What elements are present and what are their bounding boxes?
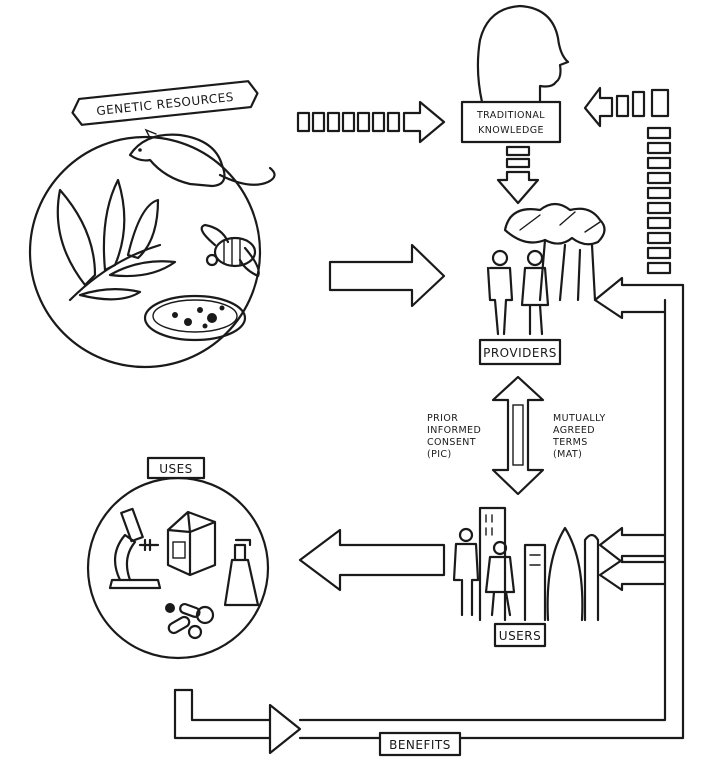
people-icon	[486, 249, 550, 336]
providers-label-box	[478, 338, 562, 366]
microscope-icon	[108, 507, 162, 590]
users-label-box	[493, 622, 547, 648]
mat-line-4: (MAT)	[553, 449, 582, 460]
arrow-feedback-to-knowledge	[583, 86, 672, 275]
uses-label: USES	[159, 462, 193, 476]
rat-icon	[128, 128, 276, 188]
benefits-loop: BENEFITS	[173, 276, 685, 757]
petri-dish-icon	[143, 294, 247, 342]
mat-label: MUTUALLY AGREED TERMS (MAT)	[552, 413, 606, 460]
providers-label: PROVIDERS	[483, 346, 557, 360]
benefits-label: BENEFITS	[389, 738, 451, 752]
pic-line-3: CONSENT	[427, 437, 476, 448]
pic-line-2: INFORMED	[427, 425, 481, 436]
arrow-users-to-uses	[298, 528, 446, 592]
human-head-icon	[476, 4, 570, 104]
benefits-label-box	[378, 731, 462, 757]
providers-group: PROVIDERS	[478, 202, 606, 366]
arrow-benefits-to-providers	[593, 276, 685, 320]
genetic-resources-group: GENETIC RESOURCES	[28, 80, 276, 369]
pic-label: PRIOR INFORMED CONSENT (PIC)	[427, 413, 481, 460]
pic-line-4: (PIC)	[427, 449, 452, 460]
traditional-knowledge-label-1: TRADITIONAL	[476, 110, 545, 121]
arrow-genetic-to-knowledge	[296, 100, 446, 144]
arrow-genetic-to-providers	[328, 243, 446, 308]
traditional-knowledge-box	[460, 100, 562, 144]
carton-icon	[166, 510, 217, 577]
bee-icon	[200, 223, 260, 278]
mat-line-2: AGREED	[553, 425, 595, 436]
mat-line-3: TERMS	[552, 437, 588, 448]
arrow-benefits-to-users-1	[598, 526, 667, 564]
pic-mat-arrow	[491, 375, 545, 496]
spray-bottle-icon	[223, 538, 260, 607]
uses-group: USES	[86, 456, 270, 660]
pills-icon	[165, 602, 215, 640]
genetic-resources-circle	[28, 135, 262, 369]
leaf-branch-icon	[56, 178, 177, 302]
traditional-knowledge-label-2: KNOWLEDGE	[478, 125, 544, 136]
genetic-resources-banner: GENETIC RESOURCES	[71, 80, 259, 126]
users-group: USERS	[452, 506, 600, 648]
arrow-knowledge-to-providers	[496, 145, 540, 205]
mat-line-1: MUTUALLY	[553, 413, 606, 424]
city-buildings-icon	[478, 506, 600, 622]
pic-line-1: PRIOR	[427, 413, 458, 424]
trees-icon	[503, 202, 606, 302]
people-icon	[452, 527, 516, 617]
traditional-knowledge-group: TRADITIONAL KNOWLEDGE	[460, 4, 570, 144]
users-label: USERS	[499, 629, 541, 643]
uses-label-box	[146, 456, 206, 480]
arrow-benefits-to-users-2	[598, 558, 667, 592]
